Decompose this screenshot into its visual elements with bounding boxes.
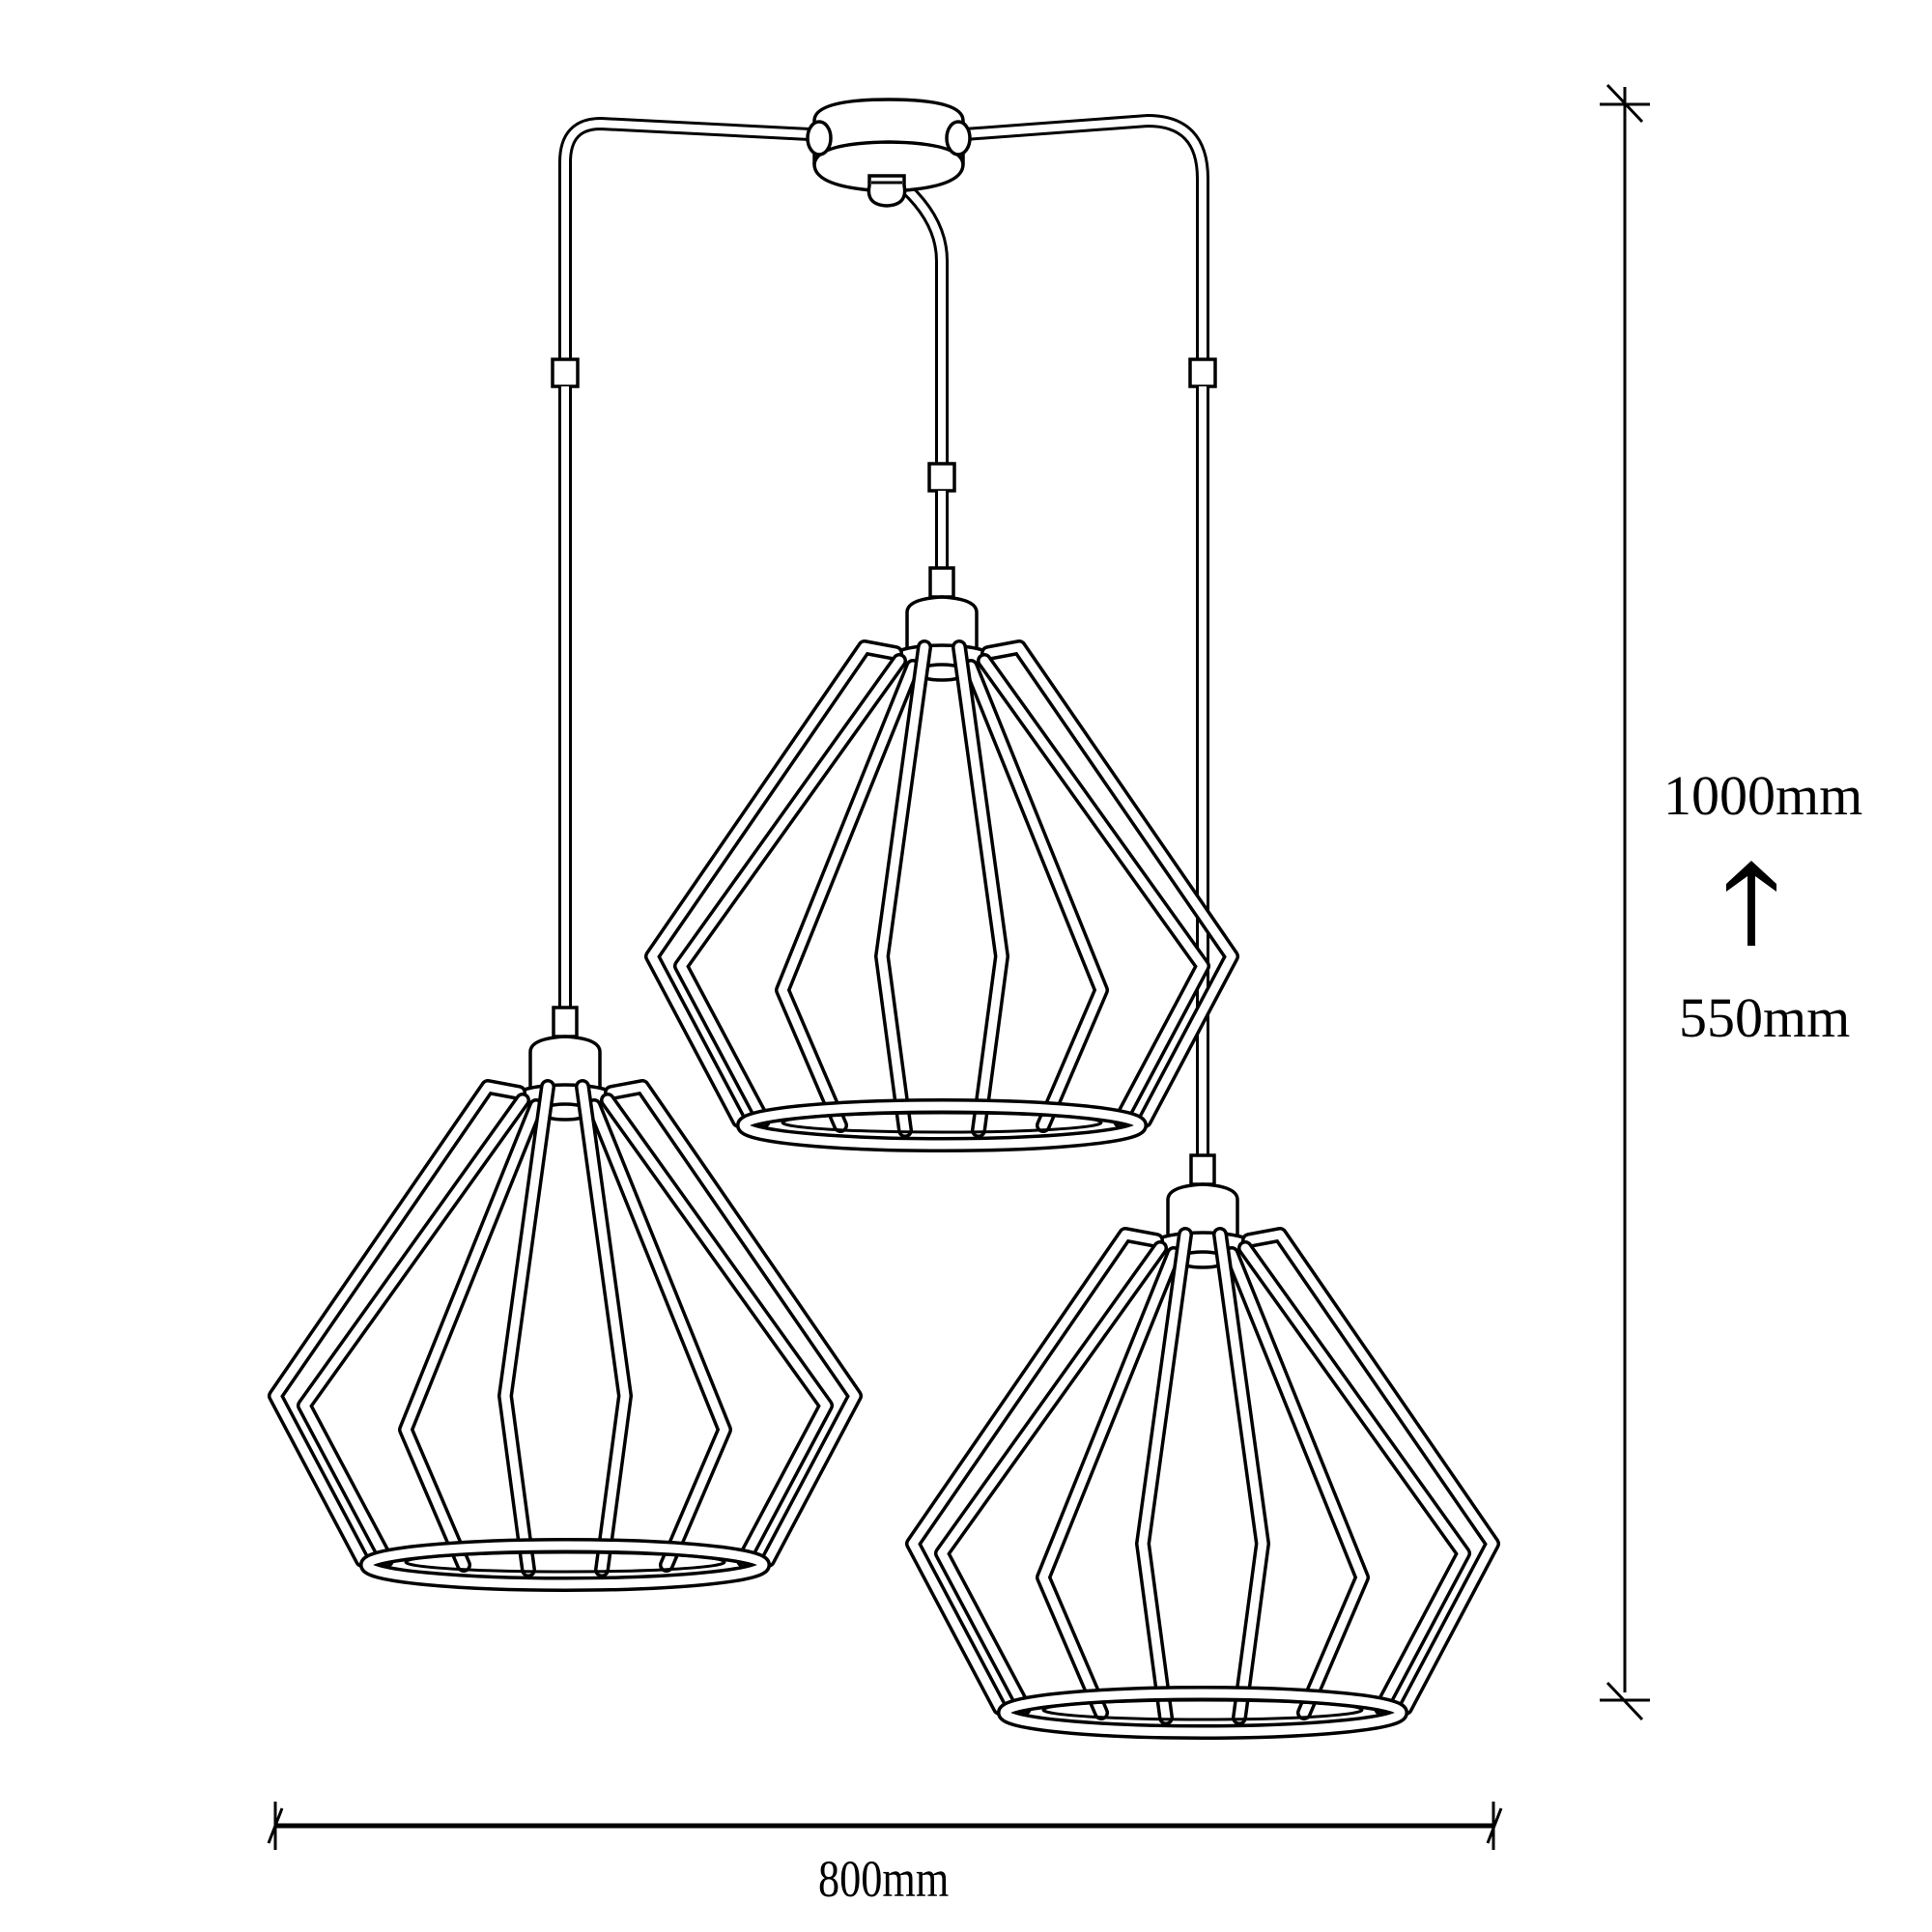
pendant-right [913, 1155, 1492, 1732]
width-label: 800mm [818, 1850, 950, 1908]
height-dimension-line [1600, 83, 1650, 1721]
max-height-label: 1000mm [1663, 764, 1863, 827]
cord-right [1188, 357, 1217, 1169]
pendant-left [275, 1008, 855, 1584]
ceiling-canopy [558, 98, 1209, 469]
cord-center [927, 462, 956, 580]
pendant-center [652, 568, 1232, 1145]
up-arrow-icon [1726, 861, 1776, 946]
cord-left [551, 357, 580, 1024]
min-height-label: 550mm [1679, 986, 1851, 1049]
width-dimension-line [267, 1802, 1503, 1850]
